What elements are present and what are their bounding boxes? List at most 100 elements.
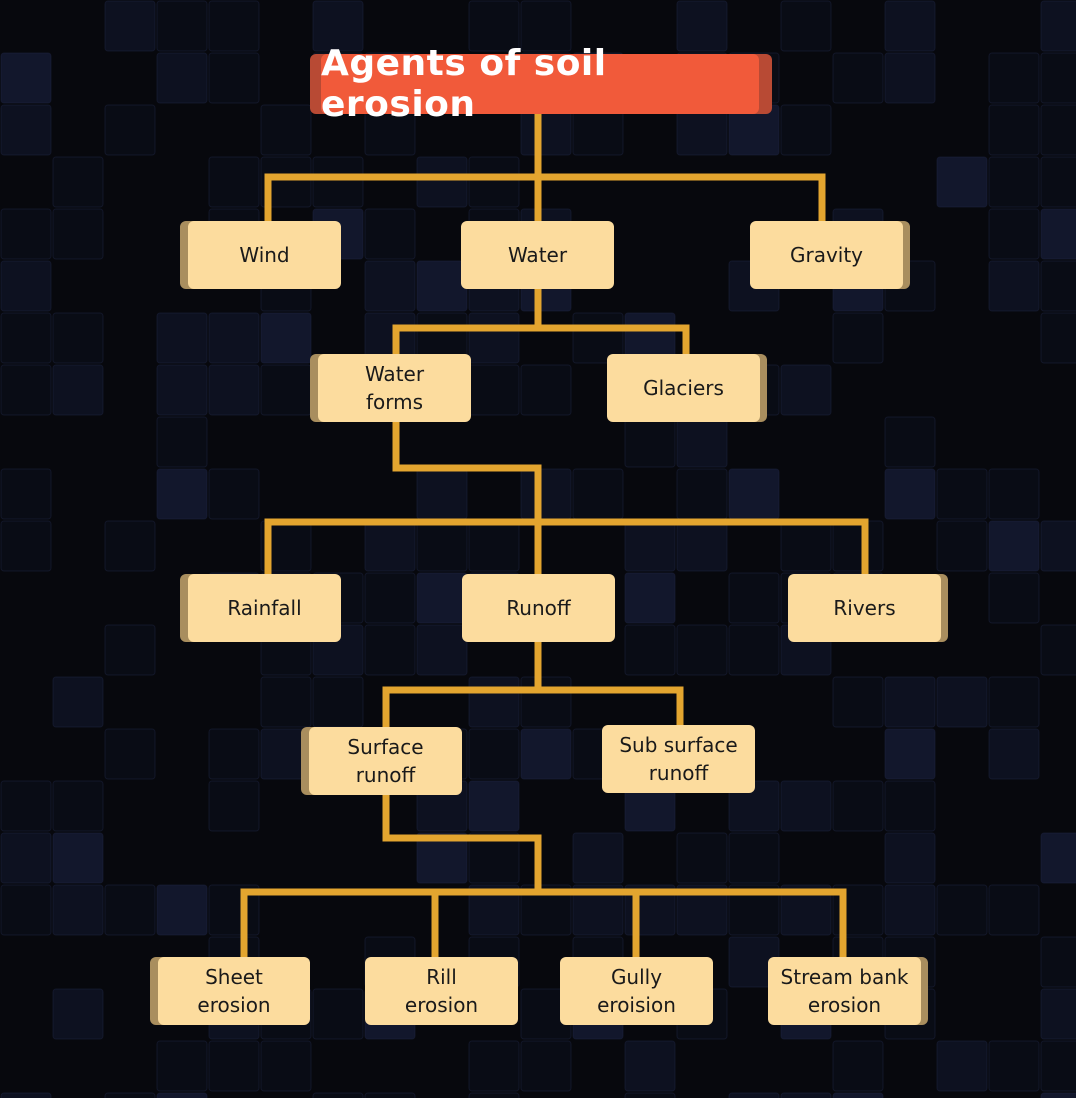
background-tile	[988, 1040, 1040, 1092]
background-tile	[468, 884, 520, 936]
background-tile	[884, 780, 936, 832]
background-tile	[260, 312, 312, 364]
background-tile	[624, 572, 676, 624]
background-tile	[1040, 0, 1076, 52]
background-tile	[936, 884, 988, 936]
background-tile	[0, 520, 52, 572]
background-tile	[520, 0, 572, 52]
background-tile	[988, 520, 1040, 572]
background-tile	[1040, 520, 1076, 572]
background-tile	[312, 0, 364, 52]
background-tile	[52, 364, 104, 416]
connector-water-to-forms	[392, 289, 690, 358]
background-tile	[1040, 312, 1076, 364]
node-surface-runoff-line-1: Surface	[347, 735, 424, 759]
node-sheet-erosion-line-2: erosion	[197, 993, 271, 1017]
background-tile	[0, 780, 52, 832]
background-tile	[1040, 1092, 1076, 1098]
background-tile	[156, 312, 208, 364]
background-tile	[988, 260, 1040, 312]
background-tile	[260, 364, 312, 416]
node-water-forms-line-1: Water	[364, 362, 425, 386]
background-tile	[156, 416, 208, 468]
background-tile	[936, 1040, 988, 1092]
background-tile	[104, 520, 156, 572]
background-tile	[780, 0, 832, 52]
background-tile	[988, 104, 1040, 156]
background-tile	[832, 780, 884, 832]
background-tile	[468, 780, 520, 832]
background-tile	[832, 312, 884, 364]
background-tile	[156, 52, 208, 104]
background-tile	[1040, 208, 1076, 260]
background-tile	[676, 0, 728, 52]
background-tile	[260, 1040, 312, 1092]
node-gravity: Gravity	[750, 221, 903, 289]
background-tile	[988, 468, 1040, 520]
background-tile	[468, 0, 520, 52]
background-tile	[156, 1040, 208, 1092]
background-tile	[468, 156, 520, 208]
background-tile	[832, 1040, 884, 1092]
background-tile	[1040, 1040, 1076, 1092]
background-tile	[832, 1092, 884, 1098]
background-tile	[884, 416, 936, 468]
background-tile	[312, 988, 364, 1040]
background-tile	[416, 832, 468, 884]
background-tile	[52, 884, 104, 936]
background-tile	[0, 104, 52, 156]
connector-root-to-agents	[264, 113, 826, 226]
node-sheet-erosion: Sheet erosion	[158, 957, 310, 1025]
background-tile	[52, 156, 104, 208]
background-tile	[676, 624, 728, 676]
background-tile	[52, 208, 104, 260]
background-tile	[416, 624, 468, 676]
background-tile	[780, 364, 832, 416]
background-tile	[1040, 832, 1076, 884]
background-tile	[1040, 104, 1076, 156]
node-rainfall: Rainfall	[188, 574, 341, 642]
node-water-forms: Water forms	[318, 354, 471, 422]
background-tile	[156, 1092, 208, 1098]
background-tile	[260, 676, 312, 728]
connector-surface-to-erosion	[240, 795, 847, 960]
background-tile	[364, 208, 416, 260]
background-tile	[728, 624, 780, 676]
background-tile	[832, 52, 884, 104]
background-tile	[416, 156, 468, 208]
background-tile	[0, 1092, 52, 1098]
connector-runoff-to-kinds	[382, 642, 684, 730]
background-tile	[884, 0, 936, 52]
background-tile	[0, 468, 52, 520]
background-tile	[104, 104, 156, 156]
background-tile	[884, 884, 936, 936]
diagram-title: Agents of soil erosion	[321, 43, 759, 125]
background-tile	[988, 884, 1040, 936]
background-tile	[104, 728, 156, 780]
background-tile	[1040, 260, 1076, 312]
background-tile	[884, 468, 936, 520]
background-tile	[988, 572, 1040, 624]
background-tile	[520, 884, 572, 936]
background-tile	[0, 884, 52, 936]
background-tile	[988, 208, 1040, 260]
background-tile	[728, 832, 780, 884]
background-tile	[260, 104, 312, 156]
background-tile	[104, 1092, 156, 1098]
background-tile	[572, 832, 624, 884]
background-tile	[208, 156, 260, 208]
background-tile	[260, 156, 312, 208]
background-tile	[208, 728, 260, 780]
background-tile	[936, 520, 988, 572]
node-sub-surface-runoff-line-1: Sub surface	[619, 733, 738, 757]
background-tile	[936, 676, 988, 728]
background-tile	[624, 1092, 676, 1098]
background-tile	[936, 468, 988, 520]
background-tile	[208, 780, 260, 832]
background-tile	[156, 0, 208, 52]
background-tile	[0, 312, 52, 364]
node-water: Water	[461, 221, 614, 289]
node-runoff: Runoff	[462, 574, 615, 642]
background-tile	[52, 988, 104, 1040]
